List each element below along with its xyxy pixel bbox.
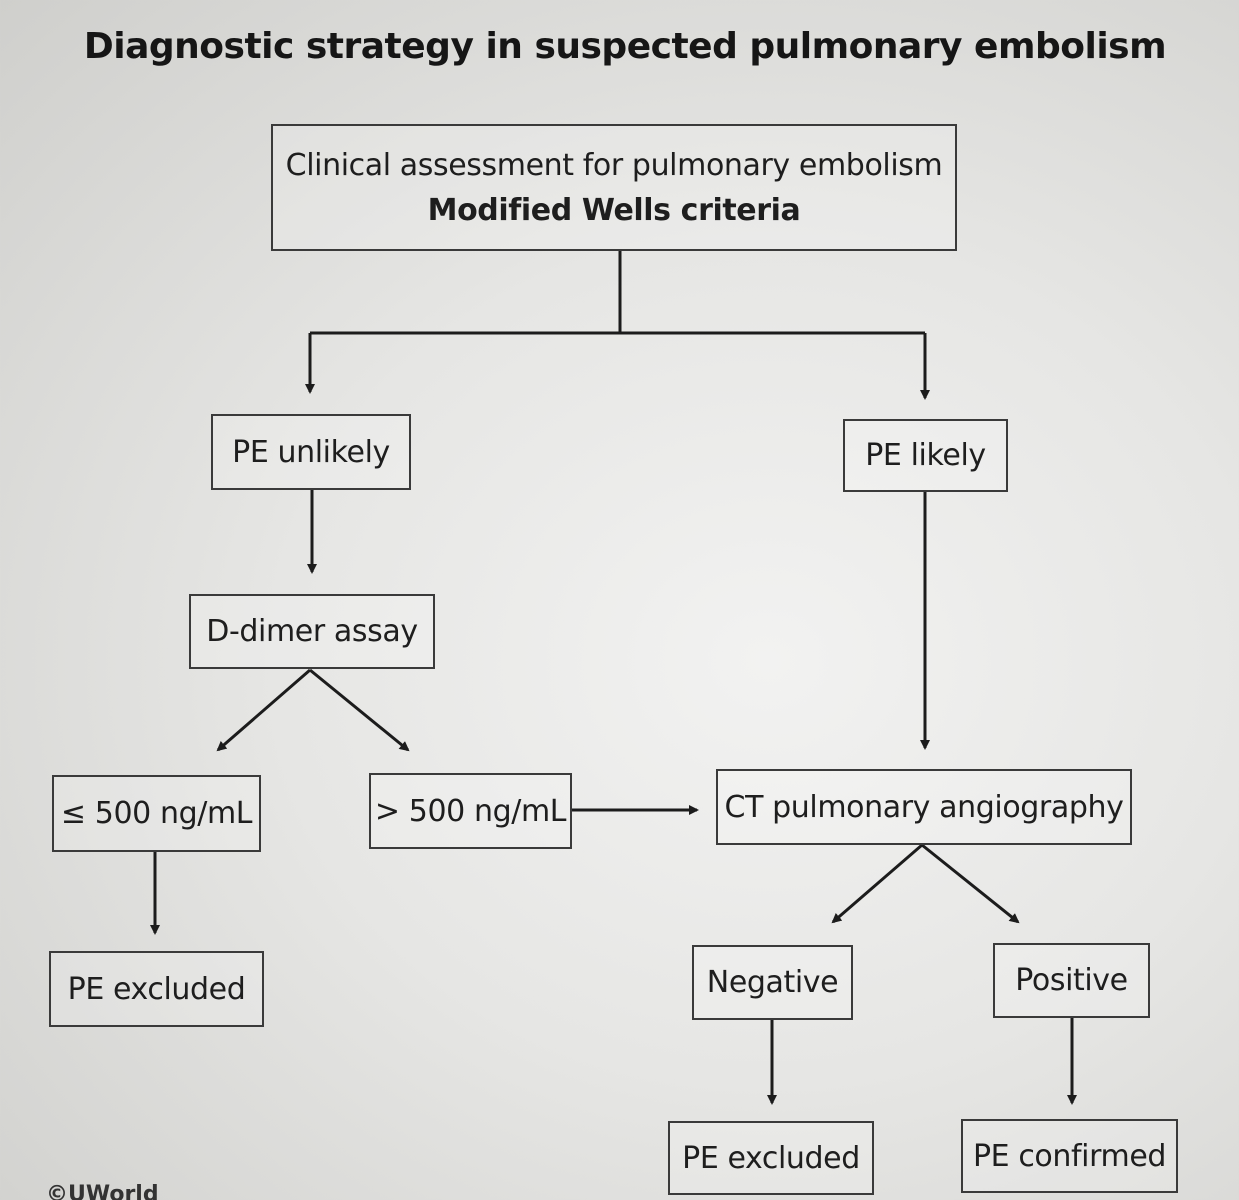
positive-box: Positive xyxy=(993,943,1150,1018)
clinical-assessment-box: Clinical assessment for pulmonary emboli… xyxy=(271,124,957,251)
pe-likely-box: PE likely xyxy=(843,419,1008,492)
low-d-dimer-box: ≤ 500 ng/mL xyxy=(52,775,261,852)
pe-excluded-left-box: PE excluded xyxy=(49,951,264,1027)
arrow-to-high-d-dimer xyxy=(309,668,410,752)
pe-excluded-right-box: PE excluded xyxy=(668,1121,874,1195)
arrow-to-positive xyxy=(921,843,1020,924)
negative-box: Negative xyxy=(692,945,853,1020)
ct-pulmonary-angiography-box: CT pulmonary angiography xyxy=(716,769,1132,845)
high-d-dimer-box: > 500 ng/mL xyxy=(369,773,572,849)
pe-confirmed-box: PE confirmed xyxy=(961,1119,1178,1193)
arrow-to-negative xyxy=(831,843,923,924)
pe-unlikely-box: PE unlikely xyxy=(211,414,411,490)
copyright-footer: ©UWorld xyxy=(46,1182,159,1200)
d-dimer-assay-box: D-dimer assay xyxy=(189,594,435,669)
diagram-title: Diagnostic strategy in suspected pulmona… xyxy=(83,26,1167,67)
modified-wells-criteria-text: Modified Wells criteria xyxy=(427,192,801,228)
arrow-to-low-d-dimer xyxy=(216,668,311,752)
clinical-assessment-text: Clinical assessment for pulmonary emboli… xyxy=(285,147,943,183)
